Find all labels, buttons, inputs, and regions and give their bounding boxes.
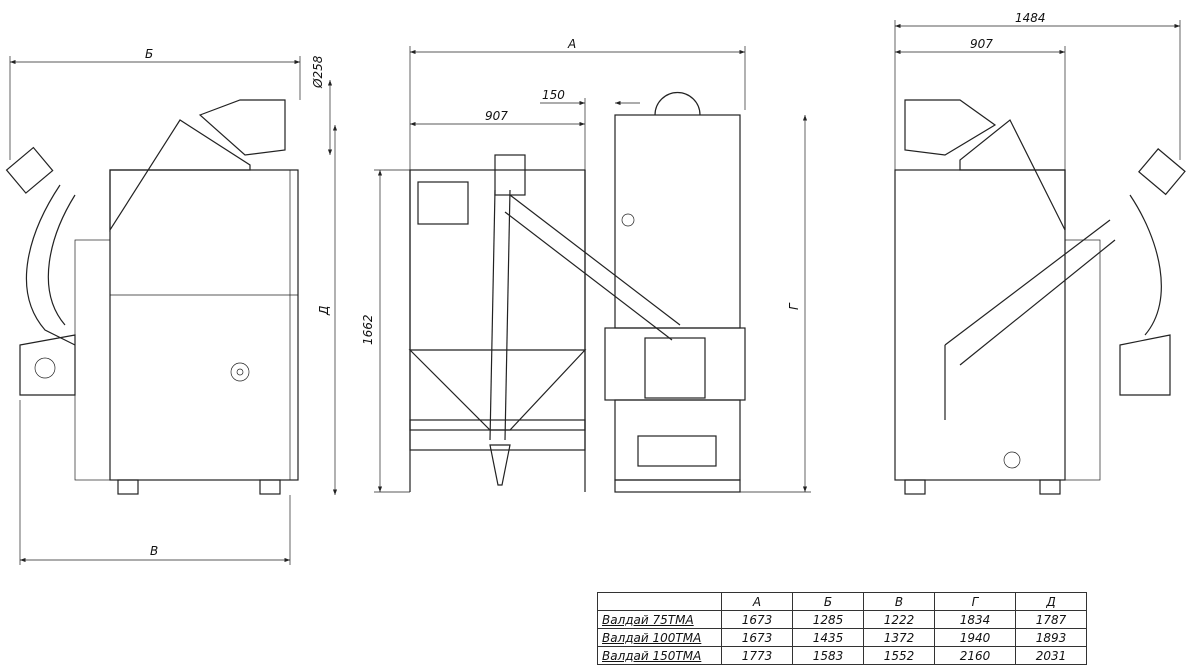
table-header-row: А Б В Г Д bbox=[597, 592, 1087, 611]
right-view-dimensions: 1484 907 bbox=[894, 11, 1181, 170]
dim-150-label: 150 bbox=[542, 88, 565, 102]
cell: 2031 bbox=[1015, 646, 1087, 665]
header-cell: Б bbox=[792, 592, 864, 611]
cell: 2160 bbox=[934, 646, 1016, 665]
model-name: Валдай 75ТМА bbox=[597, 610, 722, 629]
header-cell: В bbox=[863, 592, 935, 611]
header-cell: А bbox=[721, 592, 793, 611]
cell: 1940 bbox=[934, 628, 1016, 647]
cell: 1285 bbox=[792, 610, 864, 629]
cell: 1834 bbox=[934, 610, 1016, 629]
cell: 1222 bbox=[863, 610, 935, 629]
table-row: Валдай 75ТМА 1673 1285 1222 1834 1787 bbox=[597, 610, 1087, 629]
cell: 1435 bbox=[792, 628, 864, 647]
dimensions-table: А Б В Г Д Валдай 75ТМА 1673 1285 1222 18… bbox=[597, 592, 1087, 665]
dim-907-right-label: 907 bbox=[970, 37, 993, 51]
header-cell: Д bbox=[1015, 592, 1087, 611]
dim-d-label: Д bbox=[317, 306, 331, 316]
left-view-dimensions: Б Ø258 Д В bbox=[9, 47, 338, 565]
boiler-left-side-view bbox=[5, 99, 299, 495]
dim-g-label: Г bbox=[787, 302, 801, 310]
cell: 1787 bbox=[1015, 610, 1087, 629]
table-row: Валдай 150ТМА 1773 1583 1552 2160 2031 bbox=[597, 646, 1087, 665]
cell: 1893 bbox=[1015, 628, 1087, 647]
middle-view-dimensions: А 150 907 1662 Г bbox=[361, 37, 811, 493]
dim-1662-label: 1662 bbox=[361, 314, 375, 345]
cell: 1552 bbox=[863, 646, 935, 665]
dim-1484-label: 1484 bbox=[1015, 11, 1046, 25]
cell: 1773 bbox=[721, 646, 793, 665]
cell: 1673 bbox=[721, 610, 793, 629]
boiler-front-view-with-hopper bbox=[408, 91, 746, 493]
header-cell: Г bbox=[934, 592, 1016, 611]
cell: 1583 bbox=[792, 646, 864, 665]
table-row: Валдай 100ТМА 1673 1435 1372 1940 1893 bbox=[597, 628, 1087, 647]
dim-a-label: А bbox=[567, 37, 576, 51]
model-name: Валдай 150ТМА bbox=[597, 646, 722, 665]
header-cell bbox=[597, 592, 722, 611]
dim-907-label: 907 bbox=[485, 109, 508, 123]
dim-b-label: Б bbox=[145, 47, 153, 61]
cell: 1372 bbox=[863, 628, 935, 647]
boiler-right-side-view bbox=[894, 99, 1186, 495]
model-name: Валдай 100ТМА bbox=[597, 628, 722, 647]
cell: 1673 bbox=[721, 628, 793, 647]
dim-v-label: В bbox=[150, 544, 158, 558]
dim-diameter-label: Ø258 bbox=[311, 55, 325, 89]
